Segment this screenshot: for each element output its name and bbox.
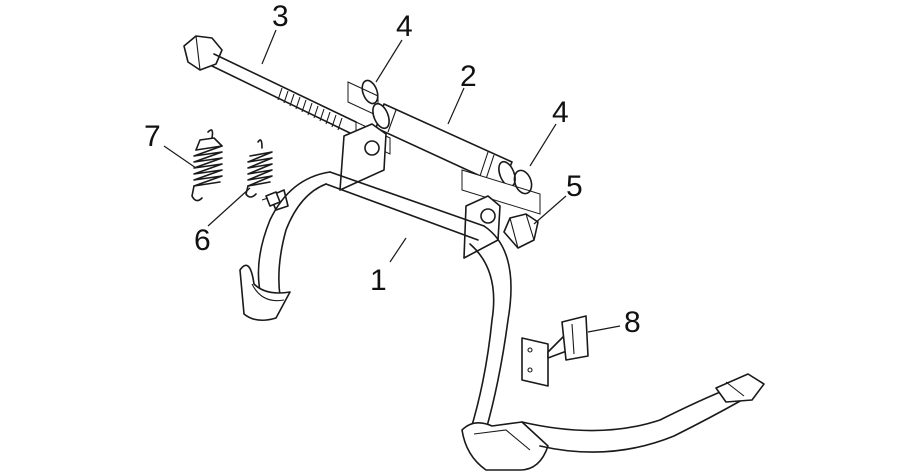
spring-part (191, 129, 223, 202)
second-spring-part (245, 139, 273, 198)
o-ring-right-part (461, 169, 541, 215)
stand-frame-part (239, 123, 765, 471)
pivot-tube-part (372, 102, 516, 188)
callout-frame: 1 (370, 264, 387, 297)
callout-stud: 6 (194, 224, 211, 257)
callout-nut: 5 (566, 170, 583, 203)
callout-o-ring-left: 4 (396, 10, 413, 43)
leader-lines (163, 29, 621, 333)
nut-part (503, 213, 539, 249)
callout-o-ring-right: 4 (552, 96, 569, 129)
stud-part (261, 191, 281, 207)
bumper-part (521, 315, 589, 387)
kick-pedal-part (715, 373, 765, 403)
bolt-part (183, 35, 357, 135)
callout-bolt: 3 (272, 0, 289, 33)
callout-pivot-tube: 2 (460, 60, 477, 93)
callout-spring: 7 (144, 120, 161, 153)
callout-bumper: 8 (624, 306, 641, 339)
